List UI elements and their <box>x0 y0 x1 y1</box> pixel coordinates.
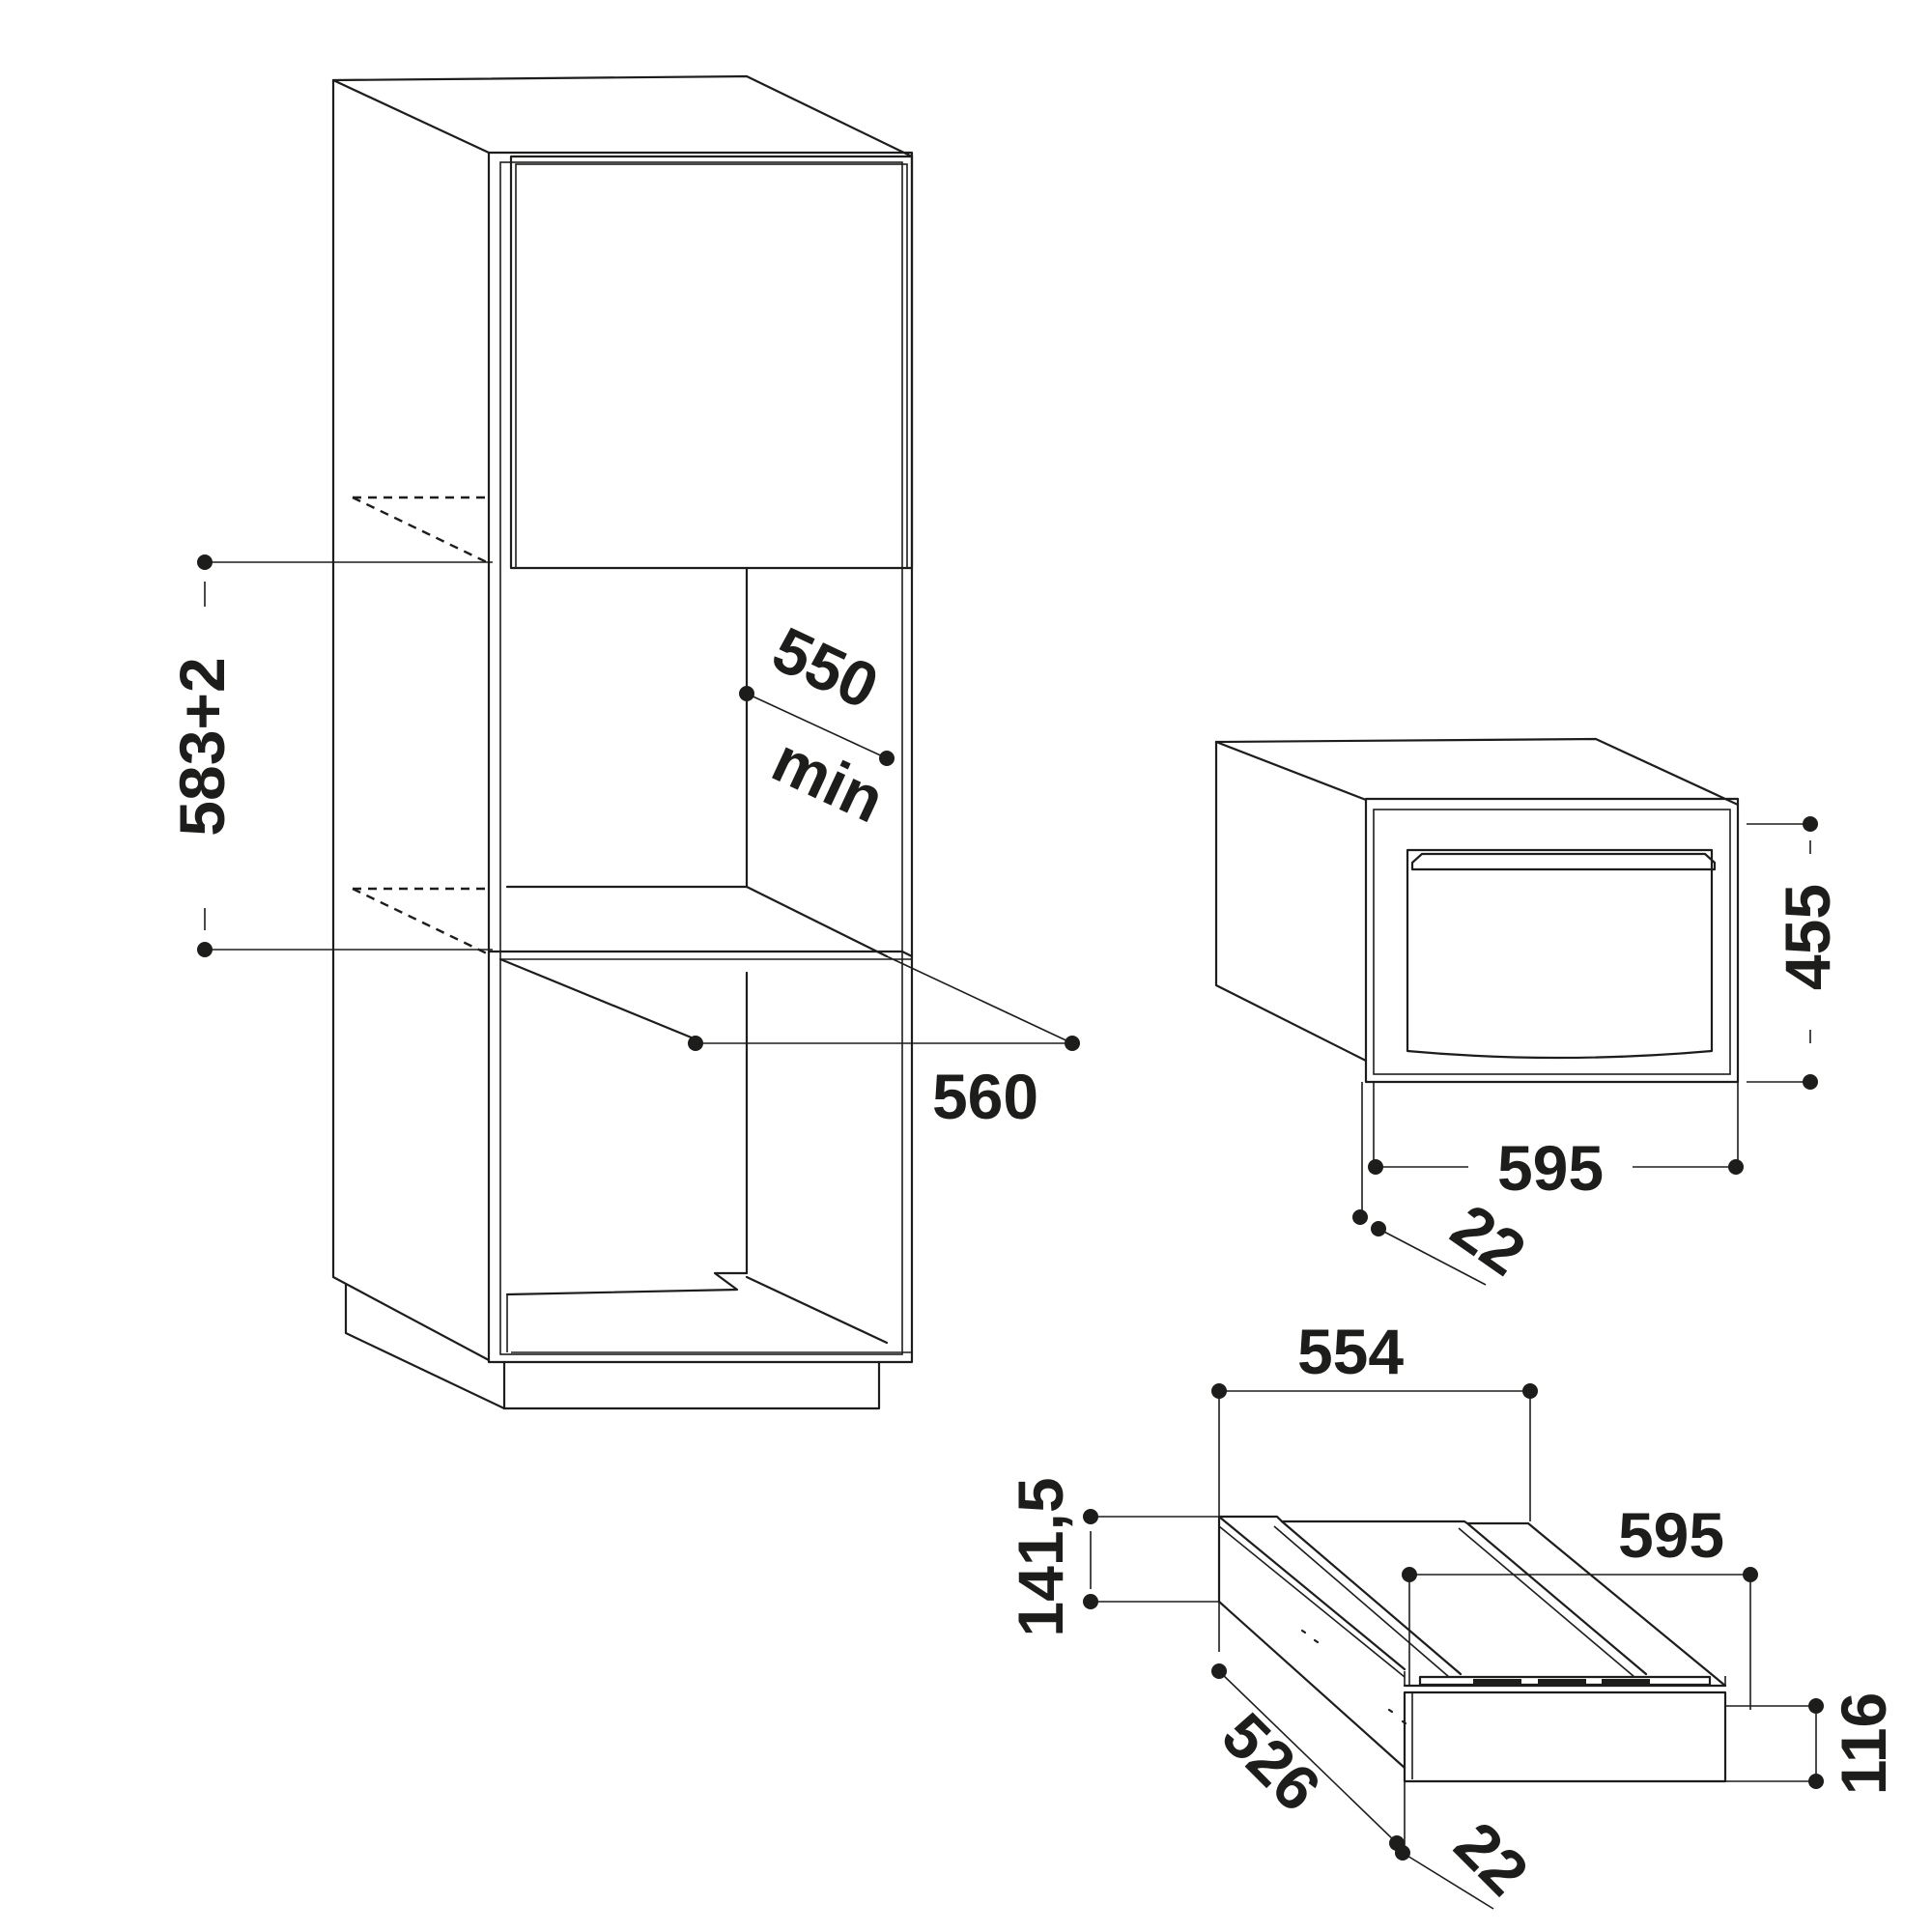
drawer-outer-width-label: 554 <box>1297 1316 1404 1387</box>
oven-height-label: 455 <box>1772 884 1843 990</box>
drawer-depth-label: 526 <box>1208 1699 1334 1825</box>
oven-width-label: 595 <box>1497 1132 1604 1204</box>
oven-drawing <box>1214 737 1740 1084</box>
cabinet-dimensions <box>197 554 1080 1051</box>
drawer-front-width-label: 595 <box>1618 1499 1724 1571</box>
drawer-height-label: 141,5 <box>1005 1477 1076 1636</box>
drawer-front-height-label: 116 <box>1828 1692 1899 1795</box>
cabinet-height-label: 583+2 <box>166 657 238 836</box>
cabinet-depth-qualifier: min <box>762 724 895 837</box>
drawer-drawing <box>1217 1515 1727 1783</box>
cabinet-depth-label: 550 <box>762 612 889 723</box>
cabinet-drawing <box>331 74 914 1410</box>
drawer-dimensions <box>1083 1383 1824 1910</box>
oven-dimensions <box>1352 816 1818 1286</box>
cabinet-width-label: 560 <box>932 1061 1038 1132</box>
drawer-front-label: 22 <box>1441 1808 1542 1909</box>
oven-front-label: 22 <box>1439 1190 1539 1290</box>
